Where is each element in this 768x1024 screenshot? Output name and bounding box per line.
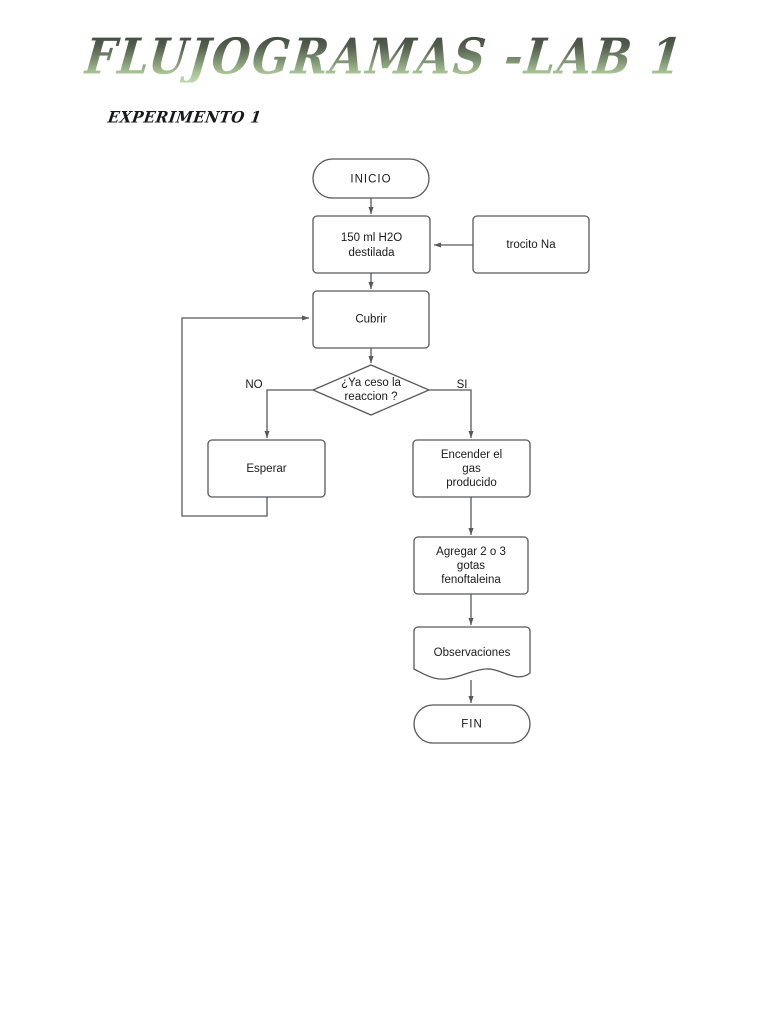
cubrir-process-shape: [312, 290, 430, 349]
sodio-process-shape: [472, 215, 590, 274]
node-encender-gas[interactable]: Encender el gas producido: [412, 439, 531, 498]
esperar-label: Esperar: [246, 463, 286, 475]
node-observaciones[interactable]: Observaciones: [413, 626, 531, 680]
encender-label-line3: producido: [446, 477, 497, 489]
node-decision-reaccion[interactable]: ¿Ya ceso la reaccion ?: [311, 364, 431, 416]
branch-label-si: SI: [457, 379, 468, 391]
node-fin[interactable]: FIN: [413, 704, 531, 744]
fenoftaleina-label-line1: Agregar 2 o 3: [436, 546, 506, 558]
edge-decision-esperar: [264, 389, 313, 439]
sodio-label: trocito Na: [506, 239, 556, 251]
node-agua-destilada[interactable]: 150 ml H2O destilada: [312, 215, 431, 274]
node-esperar[interactable]: Esperar: [207, 439, 326, 498]
fin-terminator-shape: [413, 704, 531, 744]
fenoftaleina-label-line3: fenoftaleina: [441, 574, 501, 586]
edge-decision-encender: [429, 389, 474, 439]
node-cubrir[interactable]: Cubrir: [312, 290, 430, 349]
branch-label-no: NO: [245, 379, 262, 391]
inicio-terminator-shape: [312, 158, 430, 199]
decision-label-line1: ¿Ya ceso la: [341, 377, 401, 389]
observaciones-label: Observaciones: [434, 647, 511, 659]
node-trocito-na[interactable]: trocito Na: [472, 215, 590, 274]
fenoftaleina-label-line2: gotas: [457, 560, 485, 572]
encender-process-shape: [412, 439, 531, 498]
fenoftaleina-process-shape: [413, 536, 529, 595]
agua-label-line2: destilada: [348, 247, 395, 259]
inicio-label: INICIO: [350, 174, 391, 186]
esperar-process-shape: [207, 439, 326, 498]
node-inicio[interactable]: INICIO: [312, 158, 430, 199]
cubrir-label: Cubrir: [355, 314, 386, 326]
decision-label-line2: reaccion ?: [344, 391, 397, 403]
encender-label-line1: Encender el: [441, 449, 502, 461]
decision-diamond-shape: [311, 364, 431, 416]
node-agregar-fenoftaleina[interactable]: Agregar 2 o 3 gotas fenoftaleina: [413, 536, 529, 595]
agua-process-shape: [312, 215, 431, 274]
fin-label: FIN: [461, 719, 483, 731]
observaciones-document-shape: [413, 626, 531, 680]
edge-esperar-cubrir-loop: [181, 315, 310, 517]
agua-label-line1: 150 ml H2O: [341, 232, 402, 244]
encender-label-line2: gas: [462, 463, 481, 475]
flow-connectors: [181, 198, 474, 704]
